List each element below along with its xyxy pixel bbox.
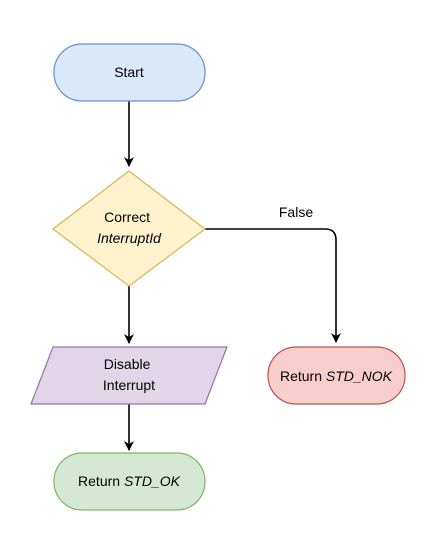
edge-check-to-return-nok: [205, 228, 341, 343]
disable-interrupt-node-shape: [30, 346, 228, 405]
decision-node-line1: Correct: [104, 209, 150, 225]
decision-node-text: Correct InterruptId: [97, 209, 162, 246]
return-ok-node-shape: [53, 452, 206, 511]
return-nok-node: Return STD_NOK: [267, 346, 406, 405]
return-nok-value: STD_NOK: [326, 368, 393, 384]
disable-interrupt-node-line2: Interrupt: [103, 377, 155, 393]
edge-label-false: False: [279, 204, 313, 220]
return-ok-value: STD_OK: [124, 473, 181, 489]
decision-node-shape: [52, 170, 206, 287]
return-ok-node: Return STD_OK: [53, 452, 206, 511]
return-ok-node-text: Return STD_OK: [78, 473, 181, 489]
return-nok-prefix: Return: [280, 368, 326, 384]
disable-interrupt-node-text: Disable Interrupt: [103, 356, 155, 393]
decision-node-line2: InterruptId: [97, 230, 162, 246]
return-nok-node-shape: [267, 346, 406, 405]
decision-node: Correct InterruptId: [52, 170, 206, 287]
start-node-text: Start: [114, 64, 144, 80]
return-ok-prefix: Return: [78, 473, 124, 489]
start-node-shape: [53, 43, 206, 102]
disable-interrupt-node: Disable Interrupt: [30, 346, 228, 405]
disable-interrupt-node-line1: Disable: [104, 356, 151, 372]
return-nok-node-text: Return STD_NOK: [280, 368, 393, 384]
start-node: Start: [53, 43, 206, 102]
